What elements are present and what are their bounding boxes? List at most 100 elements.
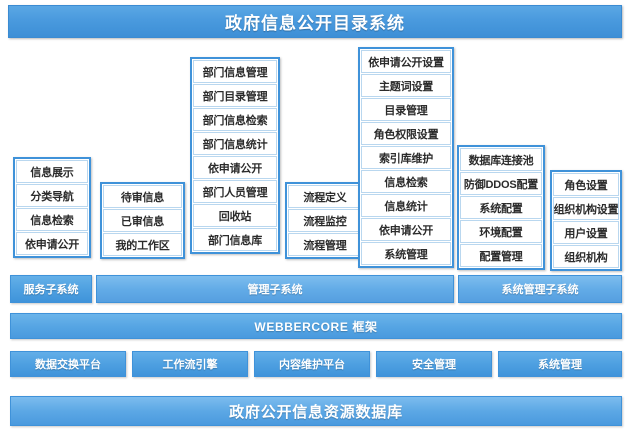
module-cell-label: 信息检索: [384, 176, 428, 189]
module-cell-label: 数据库连接池: [468, 154, 534, 167]
module-cell[interactable]: 系统配置: [460, 196, 542, 219]
database-label: 政府公开信息资源数据库: [229, 403, 403, 421]
module-cell-label: 信息统计: [384, 200, 428, 213]
module-cell-label: 环境配置: [479, 226, 523, 239]
org-user-column: 角色设置组织机构设置用户设置组织机构: [550, 170, 622, 271]
module-cell-label: 组织机构: [564, 251, 608, 264]
module-cell[interactable]: 配置管理: [460, 244, 542, 267]
system-management-subsystem[interactable]: 系统管理子系统: [458, 275, 622, 303]
module-cell-label: 部门信息统计: [202, 138, 268, 151]
framework-bar: WEBBERCORE 框架: [10, 313, 622, 339]
module-cell[interactable]: 角色权限设置: [361, 122, 451, 145]
module-cell[interactable]: 依申请公开: [16, 232, 88, 255]
module-cell-label: 信息检索: [30, 214, 74, 227]
module-cell-label: 依申请公开: [25, 238, 79, 251]
module-cell[interactable]: 已审信息: [103, 209, 182, 232]
module-cell-label: 角色权限设置: [373, 128, 439, 141]
module-cell-label: 回收站: [218, 210, 252, 223]
module-cell-label: 流程定义: [303, 191, 347, 204]
module-cell[interactable]: 数据库连接池: [460, 148, 542, 171]
module-cell[interactable]: 流程定义: [288, 185, 362, 208]
page-title: 政府信息公开目录系统: [8, 5, 622, 38]
module-cell[interactable]: 信息统计: [361, 194, 451, 217]
module-cell[interactable]: 组织机构: [553, 245, 619, 268]
module-cell[interactable]: 主题词设置: [361, 74, 451, 97]
department-column: 部门信息管理部门目录管理部门信息检索部门信息统计依申请公开部门人员管理回收站部门…: [190, 57, 280, 254]
module-cell-label: 流程管理: [303, 239, 347, 252]
module-cell[interactable]: 我的工作区: [103, 233, 182, 256]
module-cell-label: 主题词设置: [379, 80, 433, 93]
workbench-column: 待审信息已审信息我的工作区: [100, 182, 185, 259]
module-cell-label: 已审信息: [120, 215, 165, 228]
module-cell[interactable]: 防御DDOS配置: [460, 172, 542, 195]
module-cell-label: 索引库维护: [379, 152, 433, 165]
module-cell-label: 分类导航: [30, 190, 74, 203]
management-subsystem-label: 管理子系统: [247, 284, 303, 296]
module-cell[interactable]: 信息展示: [16, 160, 88, 183]
database-bar: 政府公开信息资源数据库: [10, 396, 622, 426]
module-cell[interactable]: 依申请公开设置: [361, 50, 451, 73]
module-cell-label: 我的工作区: [115, 239, 170, 252]
module-cell-label: 流程监控: [303, 215, 347, 228]
module-cell[interactable]: 流程管理: [288, 233, 362, 256]
module-cell[interactable]: 环境配置: [460, 220, 542, 243]
module-cell[interactable]: 系统管理: [361, 242, 451, 265]
module-cell-label: 防御DDOS配置: [463, 178, 539, 191]
service-subsystem[interactable]: 服务子系统: [10, 275, 92, 303]
module-cell[interactable]: 信息检索: [361, 170, 451, 193]
module-cell[interactable]: 部门信息检索: [193, 108, 277, 131]
module-cell-label: 依申请公开设置: [368, 56, 444, 69]
module-cell-label: 用户设置: [564, 227, 608, 240]
module-cell[interactable]: 索引库维护: [361, 146, 451, 169]
module-cell[interactable]: 依申请公开: [361, 218, 451, 241]
module-cell[interactable]: 信息检索: [16, 208, 88, 231]
workflow-column: 流程定义流程监控流程管理: [285, 182, 365, 259]
page-title-text: 政府信息公开目录系统: [225, 14, 405, 33]
catalog-admin-column: 依申请公开设置主题词设置目录管理角色权限设置索引库维护信息检索信息统计依申请公开…: [358, 47, 454, 268]
management-subsystem[interactable]: 管理子系统: [96, 275, 454, 303]
data-exchange-platform-label: 数据交换平台: [35, 359, 101, 371]
service-subsystem-label: 服务子系统: [23, 284, 79, 296]
module-cell-label: 目录管理: [384, 104, 428, 117]
module-cell-label: 待审信息: [120, 191, 165, 204]
module-cell[interactable]: 流程监控: [288, 209, 362, 232]
module-cell[interactable]: 回收站: [193, 204, 277, 227]
module-cell-label: 部门信息库: [208, 234, 262, 247]
system-management-label: 系统管理: [538, 359, 582, 371]
module-cell-label: 配置管理: [479, 250, 523, 263]
module-cell[interactable]: 待审信息: [103, 185, 182, 208]
module-cell-label: 系统管理: [384, 248, 428, 261]
module-cell[interactable]: 组织机构设置: [553, 197, 619, 220]
module-cell-label: 部门信息检索: [202, 114, 268, 127]
content-maintenance-platform[interactable]: 内容维护平台: [254, 351, 370, 377]
system-management-subsystem-label: 系统管理子系统: [501, 284, 579, 296]
system-config-column: 数据库连接池防御DDOS配置系统配置环境配置配置管理: [457, 145, 545, 270]
module-cell-label: 部门信息管理: [202, 66, 268, 79]
module-cell-label: 组织机构设置: [553, 203, 619, 216]
module-cell-label: 系统配置: [479, 202, 523, 215]
module-cell[interactable]: 角色设置: [553, 173, 619, 196]
data-exchange-platform[interactable]: 数据交换平台: [10, 351, 126, 377]
module-cell[interactable]: 依申请公开: [193, 156, 277, 179]
module-cell-label: 部门人员管理: [202, 186, 268, 199]
security-management-label: 安全管理: [412, 359, 456, 371]
module-cell[interactable]: 部门目录管理: [193, 84, 277, 107]
module-cell[interactable]: 部门人员管理: [193, 180, 277, 203]
module-cell-label: 角色设置: [564, 179, 608, 192]
workflow-engine[interactable]: 工作流引擎: [132, 351, 248, 377]
module-cell-label: 依申请公开: [379, 224, 433, 237]
module-cell[interactable]: 部门信息库: [193, 228, 277, 251]
module-cell[interactable]: 部门信息统计: [193, 132, 277, 155]
workflow-engine-label: 工作流引擎: [162, 359, 218, 371]
module-cell-label: 信息展示: [30, 166, 74, 179]
module-cell[interactable]: 部门信息管理: [193, 60, 277, 83]
system-management[interactable]: 系统管理: [498, 351, 622, 377]
module-cell[interactable]: 分类导航: [16, 184, 88, 207]
content-maintenance-platform-label: 内容维护平台: [279, 359, 345, 371]
module-cell-label: 依申请公开: [208, 162, 262, 175]
module-cell[interactable]: 用户设置: [553, 221, 619, 244]
framework-label: WEBBERCORE 框架: [254, 319, 378, 334]
security-management[interactable]: 安全管理: [376, 351, 492, 377]
module-cell[interactable]: 目录管理: [361, 98, 451, 121]
